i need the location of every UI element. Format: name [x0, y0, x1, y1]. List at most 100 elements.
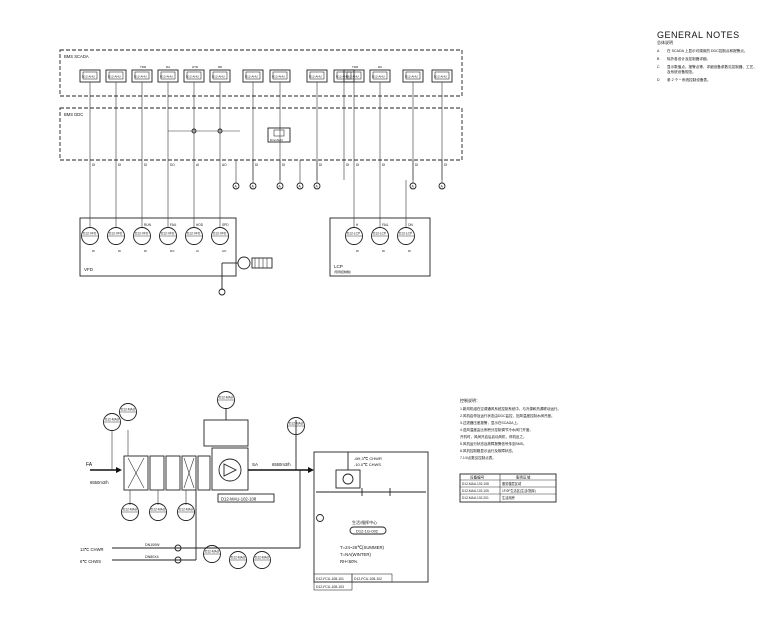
lcp-io: DI	[382, 249, 385, 253]
note-text: 显示数值点、报警点等，详细设备参数见控制器、工艺、及系统设备规范。	[667, 65, 757, 74]
scada-block-tag: RA	[378, 65, 382, 69]
scada-label: BMS SCADA	[64, 54, 89, 59]
scada-block-inner	[309, 71, 325, 80]
legend-line: 3.过滤器压差报警，显示在SCADA上。	[460, 420, 520, 425]
scada-block-id: D12-AHU	[372, 75, 385, 79]
sa-label: SA	[252, 462, 258, 467]
legend-line: 1.新风机组在空调通风系统控制系统中，与冷源和热源联动运行。	[460, 406, 561, 411]
general-note-item: D 参 2 个 ^ 系统控制设备表。	[657, 78, 757, 83]
callout-circle	[232, 182, 240, 190]
room-fcu-tag-1: D12-FCU-108-101	[316, 577, 344, 581]
scada-block-tag: HTD	[192, 65, 199, 69]
ddc-node	[217, 128, 223, 134]
pipe-size-1: DN100W	[145, 543, 160, 547]
lcp-sublabel: (现场控制箱)	[334, 269, 351, 274]
instrument-id: D12-MAU	[205, 550, 220, 554]
room-design-2: T=NA(WINTER)	[340, 552, 371, 557]
ahu-filter-1	[149, 455, 165, 491]
general-notes-title: GENERAL NOTES	[657, 30, 740, 40]
callout-circle	[409, 182, 417, 190]
instrument-id: D12-MAU	[289, 422, 304, 426]
note-text: 在 SCADA 上显示可调用的 DDC控制点和报警点。	[667, 49, 748, 53]
scada-block-inner	[160, 71, 176, 80]
lcp-io: DI	[408, 249, 411, 253]
legend-table-header-2: 服务区域	[516, 475, 531, 480]
vfd-frame	[79, 217, 237, 277]
legend-line: 6.风机控制箱显示运行及故障状态。	[460, 448, 515, 453]
ddc-node	[191, 128, 197, 134]
room-tag: D12-1G-002	[356, 529, 379, 534]
scada-block-id: D12-AHU	[82, 75, 95, 79]
general-notes: GENERAL NOTES 总体说明 A 在 SCADA 上显示可调用的 DDC…	[657, 30, 757, 83]
chwr-label: 13℃ CHWR	[80, 547, 104, 552]
instrument-id: D12-VFD	[135, 232, 149, 236]
scada-block-id: D12-AHU	[212, 75, 225, 79]
io-label: DI	[282, 163, 285, 167]
ahu-fan-section	[211, 447, 249, 491]
scada-block-tag: RA	[166, 65, 170, 69]
scada-block-inner	[108, 71, 124, 80]
io-label: DI	[356, 163, 359, 167]
instrument-id: D12-MAU	[151, 508, 166, 512]
callout-circle	[438, 182, 446, 190]
legend-table-cell: 生活用房	[502, 495, 515, 500]
scada-block-id: D12-AHU	[434, 75, 447, 79]
scada-block-id: D12-AHU	[346, 75, 359, 79]
callout-letter: A	[279, 185, 282, 189]
instrument-id: D12-LCP	[373, 232, 386, 236]
ddc-label: BMS DDC	[64, 112, 83, 117]
legend-line: 开机时，风阀开启后启动风机，停机反之。	[460, 434, 527, 439]
legend-table	[459, 473, 557, 503]
vfd-io: DI	[118, 249, 121, 253]
instrument-id: D12-VFD	[83, 232, 97, 236]
legend-table-cell: 服务楼层区域	[502, 481, 522, 486]
scada-block-inner	[372, 71, 388, 80]
callout-letter: A	[316, 185, 319, 189]
instrument-id: D12-MAU	[219, 396, 234, 400]
instrument-id: D12-LCP	[347, 232, 360, 236]
io-label: DI	[444, 163, 447, 167]
legend-line: 5.风机运行状态及故障报警信号传至BMS。	[460, 441, 527, 446]
instrument-bubble: D12-MAU	[203, 545, 221, 563]
ahu-fan	[218, 458, 242, 482]
vfd-instruments: D12-VFDDID12-VFDDID12-VFDRUNDID12-VFDFAI…	[81, 180, 229, 253]
instrument-bubble: D12-MAU	[217, 391, 235, 409]
ahu-coil-2	[197, 455, 211, 491]
pipe-size-2: DN80X4	[145, 555, 159, 559]
vfd-io: DO	[170, 249, 175, 253]
general-note-item: C 显示数值点、报警点等，详细设备参数见控制器、工艺、及系统设备规范。	[657, 65, 757, 75]
legend-line: 2.风机启停及运行状态由DDC监控，回风温度控制水阀开度。	[460, 413, 555, 418]
instrument-tag: RUN	[144, 223, 152, 227]
instrument-id: D12-VFD	[109, 232, 123, 236]
instrument-id: D12-MAU	[123, 508, 138, 512]
vfd-io: AI	[196, 249, 199, 253]
scada-block-id: D12-AHU	[336, 75, 349, 79]
instrument-id: D12-VFD	[161, 232, 175, 236]
instrument-tag: ON	[408, 223, 413, 227]
scada-block-inner	[272, 71, 288, 80]
legend-lines: 1.新风机组在空调通风系统控制系统中，与冷源和热源联动运行。 2.风机启停及运行状…	[460, 406, 561, 460]
note-key: C	[657, 65, 660, 69]
note-key: A	[657, 49, 660, 53]
instrument-bubble: D12-MAU	[177, 503, 195, 521]
instrument-id: D12-MAU	[121, 408, 136, 412]
room-fcu-tag-2: D12-FCU-108-102	[354, 577, 382, 581]
callout-letter: A	[441, 185, 444, 189]
io-label: DI	[118, 163, 121, 167]
ddc-module-inner	[273, 129, 285, 137]
ahu-top-sensor-box	[203, 419, 249, 447]
instrument-bubble: D12-VFD RUN	[133, 223, 152, 245]
legend-table-cell: 1F/2F生活区(生活/指挥)	[502, 488, 536, 493]
callout-circle	[296, 182, 304, 190]
callout-circle	[313, 182, 321, 190]
ahu-damper-section	[123, 455, 149, 491]
instrument-bubble: D12-MAU	[149, 503, 167, 521]
scada-block-inner	[346, 71, 362, 80]
instrument-bubble: D12-MAU	[119, 403, 137, 421]
scada-block-id: D12-AHU	[160, 75, 173, 79]
scada-block-inner	[134, 71, 150, 80]
ahu-tag: D12-MAU-102-108	[221, 497, 257, 502]
